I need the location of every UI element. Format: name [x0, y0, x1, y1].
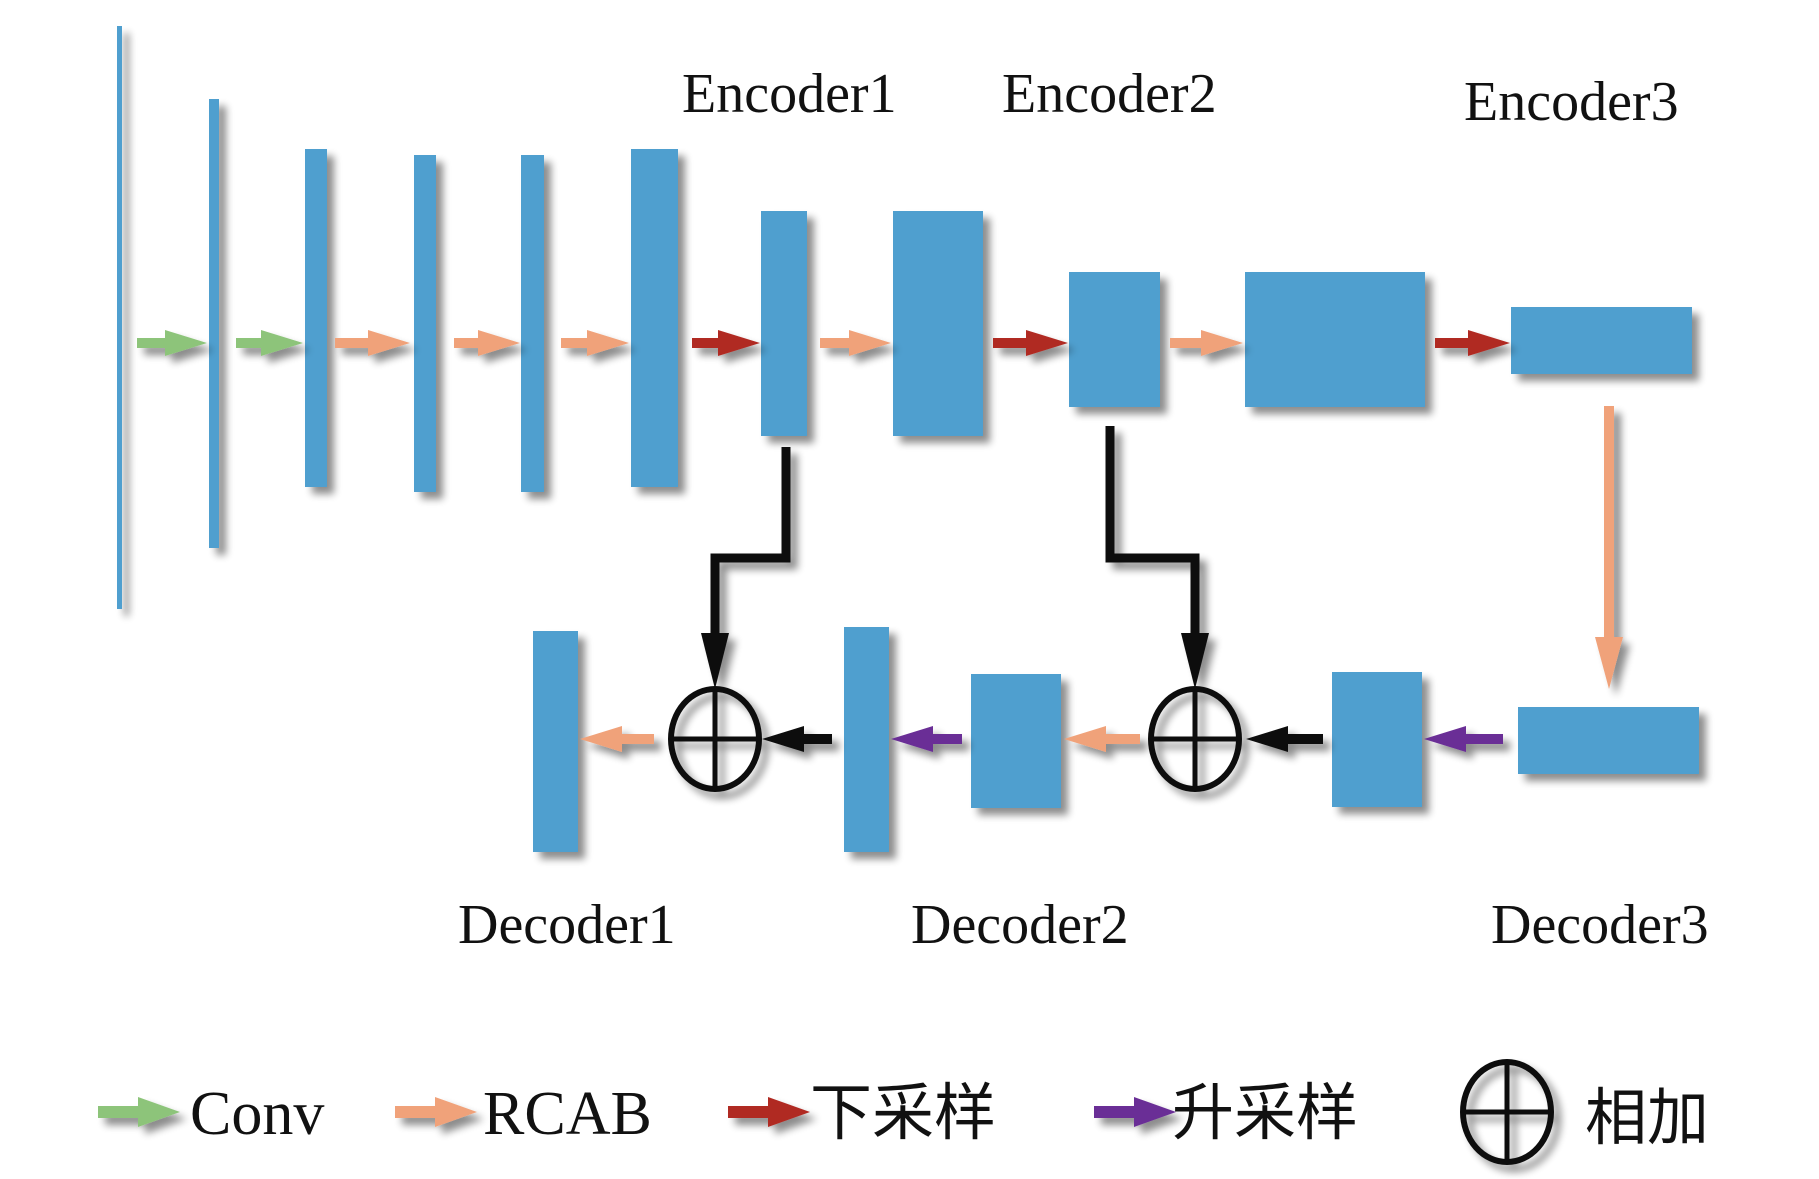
- decoder3-block: [1518, 707, 1699, 774]
- decoder2-upsampled-block: [844, 627, 889, 852]
- conv-arrow: [137, 330, 207, 356]
- input-feature-map: [117, 26, 122, 609]
- rcab-arrow-down: [1595, 406, 1623, 689]
- legend-add-label: 相加: [1585, 1085, 1709, 1153]
- conv2-feature-map: [305, 149, 327, 487]
- rcab-arrow: [335, 330, 410, 356]
- conv1-feature-map: [209, 99, 219, 548]
- decoder2-label: Decoder2: [911, 894, 1129, 956]
- legend-upsample-icon: [1094, 1097, 1176, 1127]
- encoder2-block: [1069, 272, 1160, 407]
- encoder1-block: [761, 211, 807, 436]
- encoder3-label: Encoder3: [1464, 71, 1679, 133]
- rcab-arrow: [580, 726, 654, 752]
- rcab1-feature-map: [414, 155, 436, 492]
- legend-add-icon: [1460, 1059, 1554, 1165]
- skip-arrowhead-1: [701, 630, 729, 689]
- encoder1-rcab-block: [893, 211, 983, 436]
- add-input-arrow: [762, 726, 832, 752]
- rcab3-feature-map: [631, 149, 678, 487]
- decoder2-block: [971, 674, 1061, 808]
- legend-conv-label: Conv: [190, 1080, 324, 1148]
- decoder3-upsampled-block: [1332, 672, 1422, 807]
- encoder1-label: Encoder1: [682, 63, 897, 125]
- add-node-1: [668, 686, 762, 792]
- legend: Conv RCAB 下采样 升采样 相加: [98, 1059, 1709, 1165]
- skip-arrowhead-2: [1181, 630, 1209, 689]
- upsample-arrow: [891, 726, 962, 752]
- add-node-2: [1148, 686, 1242, 792]
- legend-downsample-icon: [728, 1097, 810, 1127]
- decoder1-block: [533, 631, 578, 852]
- encoder2-rcab-block: [1245, 272, 1425, 407]
- upsample-arrow: [1424, 726, 1503, 752]
- skip-connection-1: [710, 447, 791, 640]
- decoder3-label: Decoder3: [1491, 894, 1709, 956]
- downsample-arrow: [993, 330, 1068, 356]
- conv-arrow: [236, 330, 303, 356]
- rcab2-feature-map: [521, 155, 544, 492]
- add-input-arrow: [1246, 726, 1323, 752]
- rcab-arrow: [1064, 726, 1140, 752]
- legend-rcab-icon: [395, 1097, 477, 1127]
- decoder1-label: Decoder1: [458, 894, 676, 956]
- downsample-arrow: [692, 330, 760, 356]
- legend-conv-icon: [98, 1097, 180, 1127]
- encoder2-label: Encoder2: [1002, 63, 1217, 125]
- downsample-arrow: [1435, 330, 1510, 356]
- encoder3-block: [1511, 307, 1692, 374]
- legend-rcab-label: RCAB: [483, 1080, 652, 1148]
- legend-downsample-label: 下采样: [810, 1080, 996, 1148]
- skip-connection-2: [1105, 426, 1200, 640]
- rcab-arrow: [1170, 330, 1243, 356]
- rcab-arrow: [820, 330, 891, 356]
- rcab-arrow: [561, 330, 629, 356]
- rcab-arrow: [454, 330, 520, 356]
- legend-upsample-label: 升采样: [1172, 1080, 1358, 1148]
